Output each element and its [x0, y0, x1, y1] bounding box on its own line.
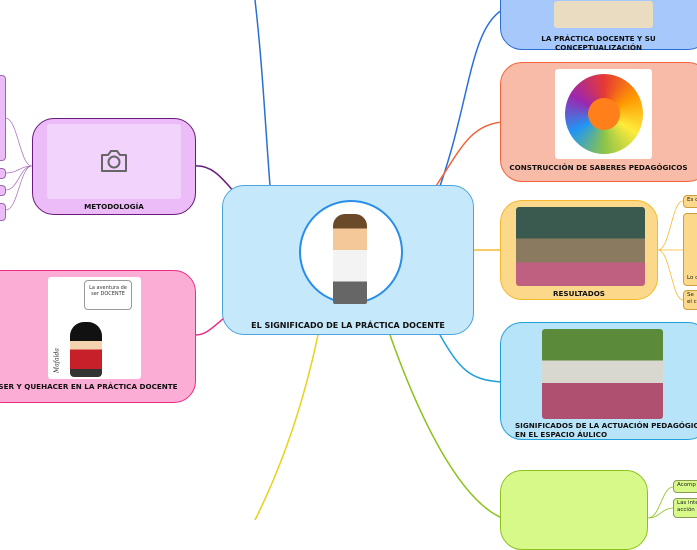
connector-lines	[5, 0, 684, 520]
mafalda-signature: Mafalda	[53, 348, 61, 373]
camera-icon	[101, 150, 127, 172]
branch-saberes[interactable]: CONSTRUCCIÓN DE SABERES PEDAGÓGICOS	[500, 62, 697, 182]
subtopic[interactable]	[0, 168, 6, 179]
central-title: EL SIGNIFICADO DE LA PRÁCTICA DOCENTE	[251, 321, 445, 330]
speech-bubble: La aventura de ser DOCENTE	[84, 280, 132, 310]
subtopic[interactable]: Las inte acción	[673, 498, 697, 518]
classroom-photo	[516, 207, 645, 286]
branch-conceptualizacion[interactable]: LA PRÁCTICA DOCENTE Y SU CONCEPTUALIZACI…	[500, 0, 697, 52]
branch-significados[interactable]: SIGNIFICADOS DE LA ACTUACIÓN PEDAGÓGICA …	[500, 322, 697, 440]
branch-title: SER Y QUEHACER EN LA PRÁCTICA DOCENTE	[0, 382, 178, 391]
branch-metodologia[interactable]: METODOLOGÍA	[32, 118, 196, 215]
branch-verde[interactable]	[500, 470, 648, 550]
subtopic[interactable]: Es c	[683, 195, 697, 208]
subtopic[interactable]	[0, 203, 6, 221]
mafalda-figure-icon	[70, 322, 102, 377]
subtopic[interactable]	[0, 185, 6, 196]
mafalda-image: La aventura de ser DOCENTE Mafalda	[48, 277, 141, 379]
branch-title: METODOLOGÍA	[84, 202, 144, 211]
branch-title: RESULTADOS	[552, 289, 605, 298]
classroom-cartoon-image	[554, 1, 653, 28]
subtopic[interactable]: Se el c	[683, 290, 697, 310]
children-circle-image	[555, 69, 652, 159]
subtopic[interactable]: Lo c	[683, 213, 697, 286]
branch-resultados[interactable]: RESULTADOS	[500, 200, 658, 300]
subtopic[interactable]	[0, 75, 6, 161]
image-placeholder	[47, 124, 181, 199]
subtopic[interactable]: Acomp	[673, 480, 697, 493]
central-topic[interactable]: EL SIGNIFICADO DE LA PRÁCTICA DOCENTE	[222, 185, 474, 335]
branch-title: SIGNIFICADOS DE LA ACTUACIÓN PEDAGÓGICA …	[515, 421, 697, 439]
branch-title: LA PRÁCTICA DOCENTE Y SU CONCEPTUALIZACI…	[541, 34, 656, 52]
branch-title: CONSTRUCCIÓN DE SABERES PEDAGÓGICOS	[509, 163, 688, 172]
branch-ser-quehacer[interactable]: La aventura de ser DOCENTE Mafalda SER Y…	[0, 270, 196, 403]
teacher-figure-icon	[333, 214, 367, 304]
group-photo	[542, 329, 663, 419]
